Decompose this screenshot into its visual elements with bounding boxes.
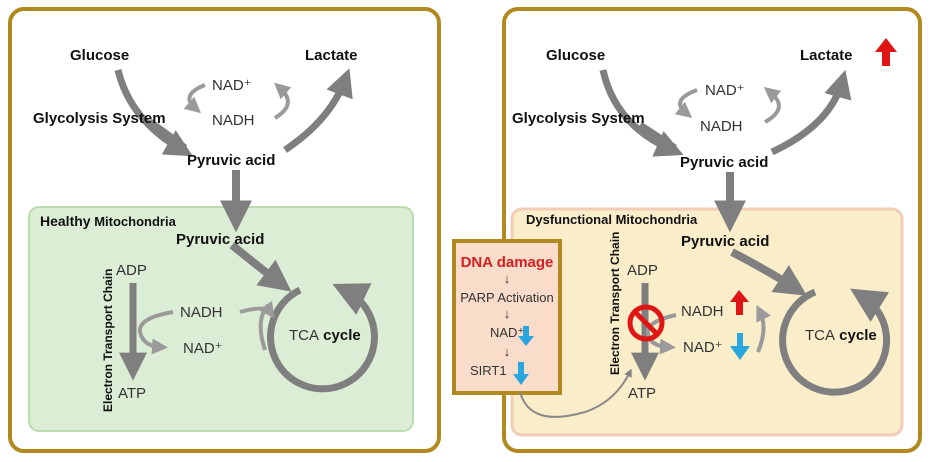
healthy-cell-panel: Glucose Lactate Glycolysis System NAD⁺ N… [8, 7, 441, 453]
nadh-mito-label: NADH [180, 304, 223, 321]
lactate-label: Lactate [305, 47, 358, 64]
pyruvate-to-tca-arrow [229, 241, 292, 292]
down-arrow-3: ↓ [504, 344, 511, 359]
atp-label-r: ATP [628, 385, 656, 402]
glycolysis-label: Glycolysis System [33, 110, 166, 127]
cycle-word-r: cycle [835, 327, 877, 344]
glucose-to-pyruvate-arrow [114, 69, 193, 157]
nadh-to-nad-arrow-r [763, 86, 782, 124]
glycolysis-arrow-join-r [638, 122, 677, 151]
dna-damage-box: DNA damage ↓ PARP Activation ↓ NAD⁺ ↓ SI… [452, 239, 632, 418]
glucose-label-r: Glucose [546, 47, 605, 64]
nad-mito-label: NAD⁺ [183, 340, 223, 357]
parp-activation-label: PARP Activation [460, 290, 553, 305]
nadh-increase-icon [730, 290, 749, 315]
pyruvate-to-lactate-arrow [283, 68, 353, 153]
nadh-mito-label-r: NADH [681, 303, 724, 320]
pyruvic-acid-label-r: Pyruvic acid [680, 154, 768, 171]
down-arrow-2: ↓ [504, 306, 511, 321]
cycle-word: cycle [319, 327, 361, 344]
electron-transport-chain-label: Electron Transport Chain [101, 269, 115, 412]
electron-transport-chain-label-r: Electron Transport Chain [608, 232, 622, 375]
tca-word: TCA [289, 327, 319, 344]
tca-cycle-label-r: TCA cycle [805, 327, 877, 344]
glycolysis-label-r: Glycolysis System [512, 110, 645, 127]
nad-box-decrease-icon [518, 326, 534, 346]
glucose-to-pyruvate-arrow-r [599, 69, 684, 157]
lactate-label-r: Lactate [800, 47, 853, 64]
dna-damage-title: DNA damage [461, 254, 554, 271]
nad-mito-label-r: NAD⁺ [683, 339, 723, 356]
nad-label-box: NAD⁺ [490, 325, 524, 340]
tca-word-r: TCA [805, 327, 835, 344]
lactate-increase-icon [875, 38, 897, 66]
mito-title-r: Dysfunctional Mitochondria [526, 212, 698, 227]
nadh-to-nad-etc-arrow [137, 310, 174, 355]
nadh-label: NADH [212, 112, 255, 129]
nad-plus-label: NAD⁺ [212, 77, 252, 94]
tca-cycle-circle-r [779, 288, 891, 396]
nadh-label-r: NADH [700, 118, 743, 135]
tca-nadh-arrow [239, 300, 275, 319]
atp-label: ATP [118, 385, 146, 402]
glycolysis-arrow-join [147, 119, 188, 151]
nadh-to-nad-arrow [273, 82, 292, 120]
tca-to-nadh-link-r [756, 304, 771, 353]
nad-to-nadh-arrow [183, 83, 206, 114]
tca-cycle-circle [267, 283, 378, 393]
sirt1-label: SIRT1 [470, 363, 507, 378]
pyruvic-acid-label: Pyruvic acid [187, 152, 275, 169]
tca-cycle-label: TCA cycle [289, 327, 361, 344]
nad-to-nadh-arrow-r [674, 88, 698, 119]
glucose-label: Glucose [70, 47, 129, 64]
mito-title-rest: Mitochondria [91, 214, 177, 229]
nad-decrease-icon [730, 333, 750, 360]
adp-label-r: ADP [627, 262, 658, 279]
mito-title: Healthy Mitochondria [40, 213, 177, 229]
pyruvate-to-lactate-arrow-r [770, 69, 852, 156]
sirt1-decrease-icon [513, 362, 529, 385]
mito-title-bold: Healthy [40, 213, 91, 229]
dysfunctional-cell-panel: Glucose Lactate Glycolysis System NAD⁺ N… [502, 7, 922, 453]
sirt1-to-etc-arrow [519, 368, 632, 418]
pyruvic-acid-mito-label: Pyruvic acid [176, 231, 264, 248]
down-arrow-1: ↓ [504, 271, 511, 286]
dna-damage-frame [452, 239, 562, 395]
pyruvate-to-tca-arrow-r [730, 248, 808, 296]
nad-plus-label-r: NAD⁺ [705, 82, 745, 99]
inhibition-icon [627, 304, 665, 342]
adp-label: ADP [116, 262, 147, 279]
pyruvic-acid-mito-label-r: Pyruvic acid [681, 233, 769, 250]
